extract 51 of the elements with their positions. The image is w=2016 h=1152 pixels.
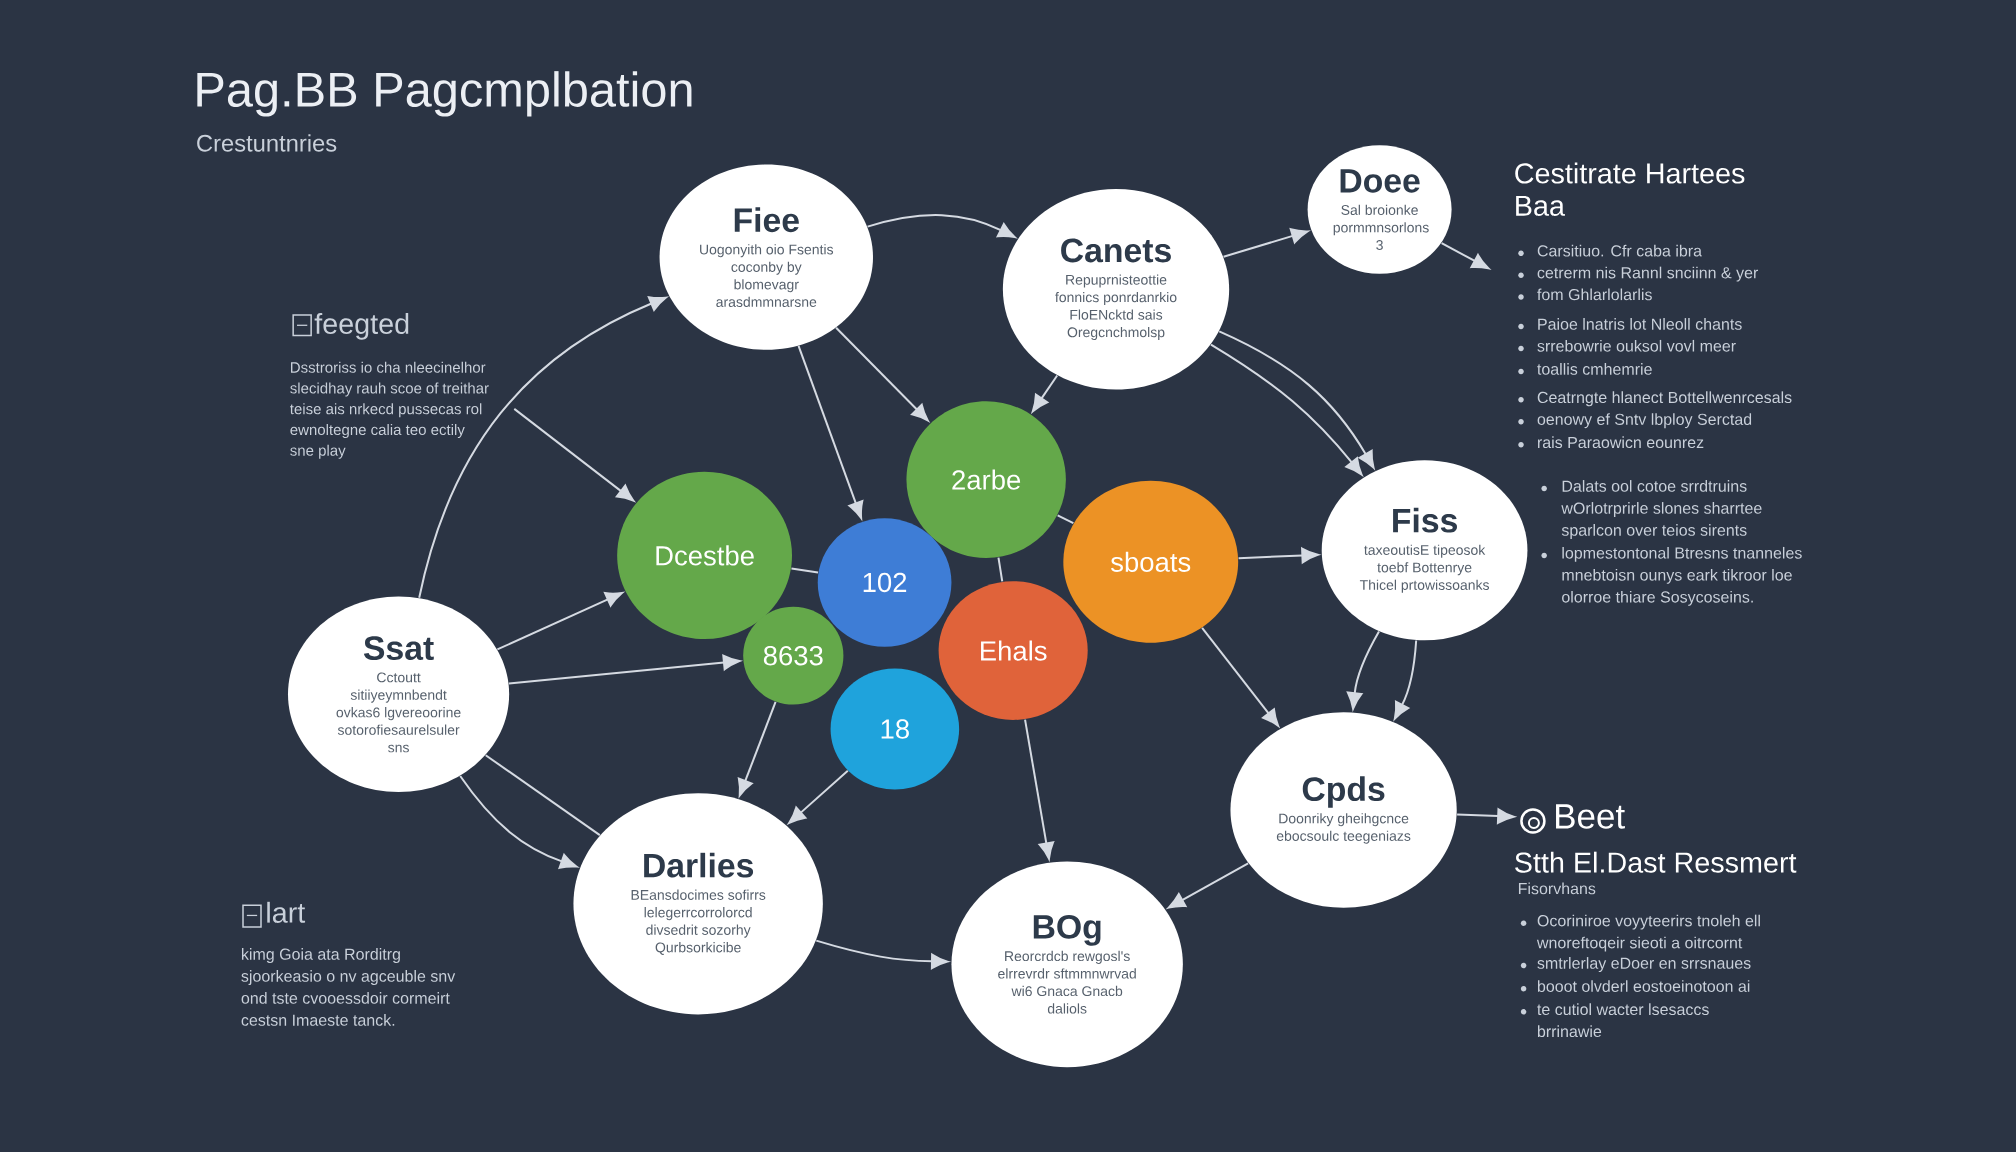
connector — [1210, 343, 1363, 476]
bullet-item: srrebowrie ouksol vovl meer — [1518, 339, 1736, 352]
connector — [997, 556, 1004, 583]
bullet-item: rais Paraowicn eounrez — [1518, 436, 1704, 449]
connector — [797, 344, 864, 519]
section-heading: feegted — [314, 312, 409, 340]
node-label: Beet — [1520, 804, 1625, 834]
connector — [496, 591, 623, 651]
connector — [513, 407, 635, 502]
paragraph: Dsstroriss io cha nleecinelhor slecidhay rauh scoe of treithar teise ais nrkecd pussecas rol ewnoltegne calia teo ectily sne play — [290, 361, 489, 459]
connector — [459, 775, 578, 869]
connector — [790, 567, 819, 574]
section-heading: Baa — [1516, 195, 1565, 216]
bullet-item: Carsitiuo. Cfr caba ibra — [1518, 244, 1702, 257]
bullet-item: Paioe lnatris lot Nleoll chants — [1518, 318, 1742, 330]
bullet-item: te cutiol wacter lsesaccs brrinawie — [1520, 1003, 1709, 1038]
connector — [1056, 514, 1075, 525]
connector — [815, 939, 949, 970]
subtitle: Crestuntnries — [197, 134, 337, 152]
connector — [866, 214, 1016, 239]
connector — [737, 701, 777, 797]
connector — [418, 296, 667, 599]
bullet-item: lopmestontonal Btresns tnanneles mnebtoisn ounys eark tikroor loe olorroe thiare Sosycoseins. — [1541, 546, 1802, 606]
connector — [1440, 242, 1490, 270]
bullet-item: smtrlerlay eDoer en srrsnaues — [1520, 957, 1751, 972]
connector — [1201, 627, 1280, 727]
section-heading: Cestitrate Hartees — [1515, 162, 1745, 184]
section-heading: lart — [267, 901, 306, 923]
subheading: Fisorvhans — [1518, 882, 1596, 895]
title: Pag.BB Pagcmplbation — [197, 71, 692, 117]
connector — [1031, 374, 1059, 413]
connector — [484, 754, 601, 837]
connector — [1024, 718, 1055, 860]
connector — [1167, 862, 1250, 909]
section-heading: Stth El.Dast Ressmert — [1515, 851, 1797, 873]
bullet-item: booot olvderl eostoeinotoon ai — [1520, 980, 1750, 992]
bullet-item: toallis cmhemrie — [1518, 363, 1652, 375]
bullet-item: cetrerm nis Rannl snciinn & yer — [1518, 266, 1759, 282]
connector — [1218, 330, 1375, 469]
connector — [788, 769, 849, 824]
connector — [1393, 639, 1418, 720]
bullet-item: oenowy ef Sntv lbploy Serctad — [1518, 413, 1752, 429]
connector — [508, 654, 741, 685]
connector — [835, 326, 929, 422]
paragraph: kimg Goia ata Rorditrg sjoorkeasio o nv agceuble snv ond tste cvooessdoir cormeirt cestsn Imaeste tanck. — [241, 948, 456, 1026]
connector — [1346, 630, 1380, 710]
connector — [1237, 547, 1319, 564]
connector — [1222, 228, 1309, 258]
connector — [1456, 808, 1515, 824]
bullet-item: Ceatrngte hlanect Bottellwenrcesals — [1518, 391, 1792, 407]
bullet-item: fom Ghlarlolarlis — [1518, 288, 1652, 301]
